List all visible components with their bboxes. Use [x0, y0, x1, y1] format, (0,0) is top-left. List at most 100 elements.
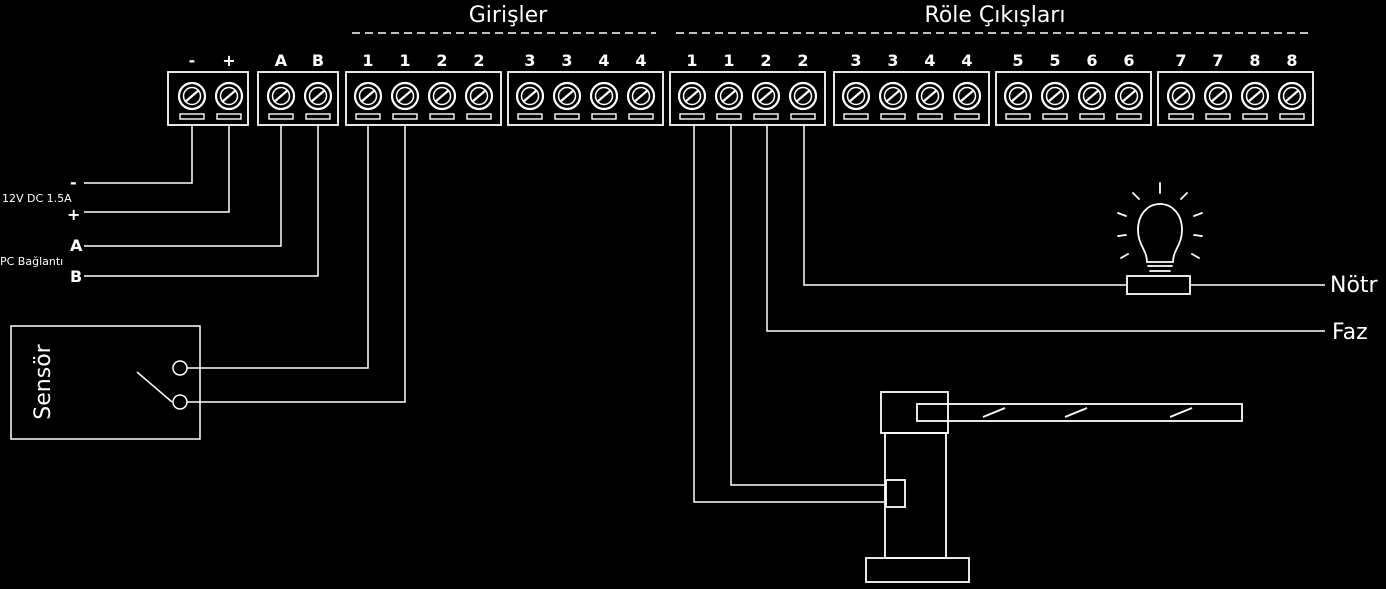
terminal-label: +: [222, 51, 235, 70]
screw-slot: [221, 89, 237, 103]
sensor-wiring: [187, 125, 406, 403]
screw-head-icon: [432, 86, 452, 106]
screw-slot: [922, 89, 938, 103]
power-wiring: [84, 125, 319, 277]
terminal-label: 1: [399, 51, 410, 70]
terminal-label: 2: [436, 51, 447, 70]
screw-icon: [552, 81, 582, 111]
screw-head-icon: [682, 86, 702, 106]
terminal-clamp: [917, 113, 943, 120]
screw-head-icon: [395, 86, 415, 106]
terminal-clamp: [1205, 113, 1231, 120]
sensor-contact-bottom: [172, 394, 188, 410]
screw-icon: [1114, 81, 1144, 111]
screw-head-icon: [957, 86, 977, 106]
terminal-label: 1: [723, 51, 734, 70]
terminal-clamp: [305, 113, 331, 120]
screw-slot: [184, 89, 200, 103]
terminal-clamp: [1079, 113, 1105, 120]
terminal-block-frame: [507, 71, 664, 126]
terminal-label: 4: [924, 51, 935, 70]
terminal-clamp: [954, 113, 980, 120]
screw-slot: [848, 89, 864, 103]
screw-slot: [633, 89, 649, 103]
screw-icon: [751, 81, 781, 111]
relay-wiring: [693, 125, 1325, 503]
screw-head-icon: [358, 86, 378, 106]
screw-head-icon: [631, 86, 651, 106]
screw-slot: [684, 89, 700, 103]
screw-head-icon: [1282, 86, 1302, 106]
screw-slot: [1173, 89, 1189, 103]
terminal-block-frame: [257, 71, 339, 126]
screw-icon: [303, 81, 333, 111]
terminal-label: 4: [598, 51, 609, 70]
terminal-clamp: [1005, 113, 1031, 120]
terminal-label: -: [189, 51, 196, 70]
terminal-label: 1: [686, 51, 697, 70]
screw-slot: [360, 89, 376, 103]
screw-slot: [959, 89, 975, 103]
power-plus-label: +: [67, 205, 80, 224]
screw-head-icon: [594, 86, 614, 106]
screw-slot: [885, 89, 901, 103]
screw-slot: [1084, 89, 1100, 103]
screw-icon: [626, 81, 656, 111]
screw-head-icon: [308, 86, 328, 106]
terminal-clamp: [216, 113, 242, 120]
terminal-clamp: [355, 113, 381, 120]
sensor-contact-top: [172, 360, 188, 376]
power-minus-label: -: [70, 173, 77, 192]
screw-icon: [714, 81, 744, 111]
screw-head-icon: [1082, 86, 1102, 106]
screw-icon: [1040, 81, 1070, 111]
screw-slot: [758, 89, 774, 103]
screw-head-icon: [1119, 86, 1139, 106]
terminal-clamp: [179, 113, 205, 120]
barrier-gate-icon: [865, 391, 1243, 583]
screw-icon: [788, 81, 818, 111]
terminal-label: 3: [561, 51, 572, 70]
terminal-label: 7: [1175, 51, 1186, 70]
terminal-label: 6: [1123, 51, 1134, 70]
screw-icon: [589, 81, 619, 111]
terminal-clamp: [716, 113, 742, 120]
screw-head-icon: [557, 86, 577, 106]
screw-icon: [1203, 81, 1233, 111]
terminal-clamp: [517, 113, 543, 120]
screw-head-icon: [719, 86, 739, 106]
screw-slot: [795, 89, 811, 103]
screw-slot: [1121, 89, 1137, 103]
screw-slot: [1047, 89, 1063, 103]
screw-slot: [1210, 89, 1226, 103]
screw-head-icon: [469, 86, 489, 106]
terminal-clamp: [790, 113, 816, 120]
screw-icon: [177, 81, 207, 111]
screw-icon: [1077, 81, 1107, 111]
light-bulb-icon: [1117, 182, 1203, 295]
neutral-label: Nötr: [1330, 273, 1379, 298]
screw-icon: [515, 81, 545, 111]
screw-head-icon: [182, 86, 202, 106]
phase-label: Faz: [1332, 320, 1368, 345]
screw-head-icon: [271, 86, 291, 106]
screw-icon: [1240, 81, 1270, 111]
screw-head-icon: [883, 86, 903, 106]
terminal-label: 8: [1286, 51, 1297, 70]
terminal-clamp: [1279, 113, 1305, 120]
terminal-clamp: [628, 113, 654, 120]
screw-icon: [427, 81, 457, 111]
sensor-label: Sensör: [31, 343, 56, 419]
terminal-label: 2: [797, 51, 808, 70]
terminal-label: 2: [473, 51, 484, 70]
terminal-block-frame: [669, 71, 826, 126]
screw-slot: [1284, 89, 1300, 103]
terminal-label: 8: [1249, 51, 1260, 70]
terminal-block-power: -+: [167, 51, 249, 126]
